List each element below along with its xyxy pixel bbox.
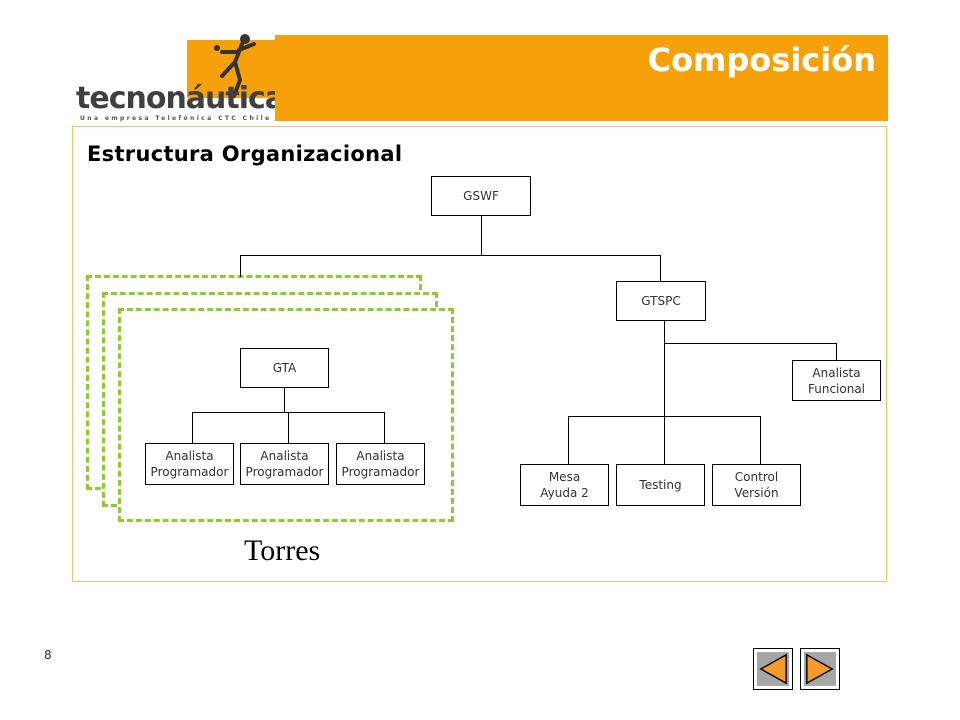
content-panel	[72, 126, 887, 582]
node-analista-funcional: Analista Funcional	[792, 360, 881, 401]
tower-frame-front	[118, 308, 454, 522]
page-number: 8	[44, 648, 52, 662]
connector-line	[836, 343, 837, 360]
section-title: Estructura Organizacional	[87, 142, 403, 166]
svg-text:tecnonáutica: tecnonáutica	[76, 81, 278, 116]
connector-line	[284, 387, 285, 412]
node-control-version: Control Versión	[712, 464, 801, 506]
node-gswf: GSWF	[431, 176, 531, 216]
next-arrow-icon	[804, 652, 836, 686]
connector-line	[760, 416, 761, 465]
connector-line	[664, 343, 836, 344]
connector-line	[192, 412, 193, 444]
towers-label: Torres	[244, 534, 321, 567]
connector-line	[664, 416, 665, 465]
node-mesa-ayuda: Mesa Ayuda 2	[520, 464, 609, 506]
next-slide-button[interactable]	[800, 648, 840, 690]
node-gta: GTA	[240, 348, 329, 388]
node-analista-programador: Analista Programador	[240, 443, 329, 485]
connector-line	[568, 416, 569, 465]
header-banner: Composición	[275, 35, 888, 121]
prev-arrow-icon	[757, 652, 789, 686]
connector-line	[240, 255, 241, 277]
svg-text:Una empresa Telefónica CTC Chi: Una empresa Telefónica CTC Chile	[80, 115, 272, 122]
tecnonautica-logo: tecnonáutica Una empresa Telefónica CTC …	[72, 30, 285, 122]
connector-line	[664, 320, 665, 416]
connector-line	[384, 412, 385, 444]
node-analista-programador: Analista Programador	[145, 443, 234, 485]
node-gtspc: GTSPC	[616, 281, 706, 321]
connector-line	[660, 255, 661, 282]
page-title: Composición	[647, 41, 876, 79]
node-analista-programador: Analista Programador	[336, 443, 425, 485]
prev-slide-button[interactable]	[753, 648, 793, 690]
connector-line	[481, 215, 482, 255]
connector-line	[288, 412, 289, 444]
connector-line	[240, 255, 661, 256]
node-testing: Testing	[616, 464, 705, 506]
